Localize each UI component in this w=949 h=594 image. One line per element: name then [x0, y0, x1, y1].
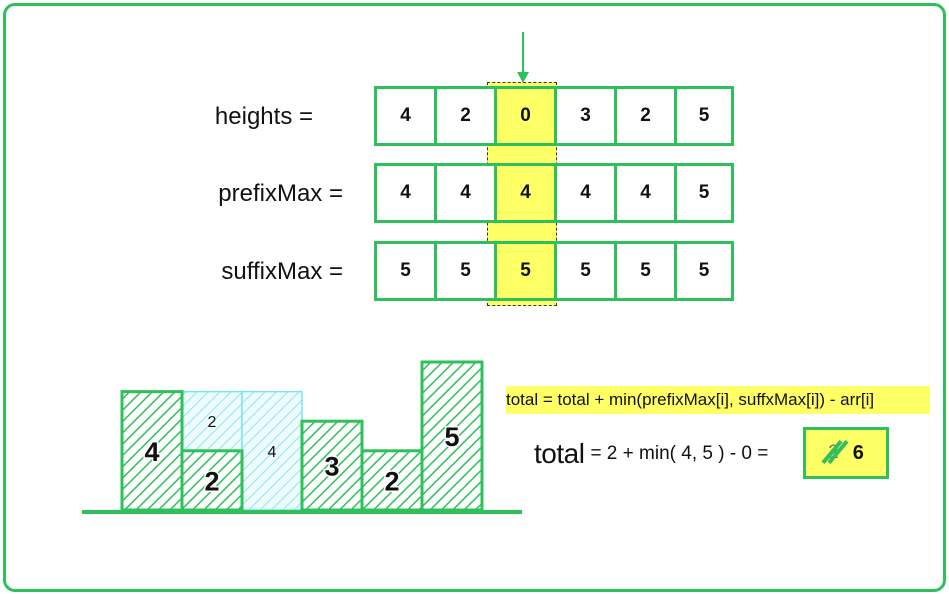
bar — [360, 449, 424, 512]
computation-line: total = 2 + min( 4, 5 ) - 0 = — [534, 432, 768, 476]
array-label: suffixMax = — [221, 258, 343, 285]
array-cell: 5 — [374, 241, 437, 301]
array-cell: 2 — [614, 86, 677, 146]
array-cell: 5 — [554, 241, 617, 301]
array-cell: 4 — [374, 86, 437, 146]
array-cell: 5 — [674, 163, 734, 223]
bar-label: 3 — [324, 452, 339, 482]
bar-label: 5 — [444, 422, 459, 452]
array-cell: 0 — [494, 86, 557, 146]
array-label: prefixMax = — [218, 180, 343, 207]
bar-label: 2 — [384, 466, 399, 496]
array-label: heights = — [214, 103, 313, 130]
bar — [420, 360, 484, 512]
old-total-value: 2 — [821, 439, 849, 465]
result-box: 2 6 — [803, 427, 889, 479]
array-cell: 5 — [674, 241, 734, 301]
formula-text: total = total + min(prefixMax[i], suffxM… — [506, 390, 875, 409]
bar — [120, 390, 184, 512]
array-cell: 4 — [494, 163, 557, 223]
water-segment — [181, 390, 243, 452]
diagram-frame — [3, 3, 946, 592]
bar — [180, 449, 244, 512]
down-arrow-icon — [517, 32, 529, 83]
water-label: 4 — [268, 444, 277, 461]
formula-banner: total = total + min(prefixMax[i], suffxM… — [506, 386, 930, 414]
bar-label: 4 — [144, 437, 159, 467]
array-cell: 4 — [434, 163, 497, 223]
array-cell: 4 — [554, 163, 617, 223]
array-cell: 5 — [494, 241, 557, 301]
array-cell: 5 — [674, 86, 734, 146]
total-label: total — [534, 438, 585, 469]
bar-label: 2 — [204, 466, 219, 496]
array-cell: 3 — [554, 86, 617, 146]
computation-expression: = 2 + min( 4, 5 ) - 0 = — [590, 443, 769, 464]
bar — [300, 419, 364, 512]
array-cell: 5 — [434, 241, 497, 301]
new-total-value: 6 — [852, 441, 864, 464]
water-label: 2 — [208, 414, 217, 431]
